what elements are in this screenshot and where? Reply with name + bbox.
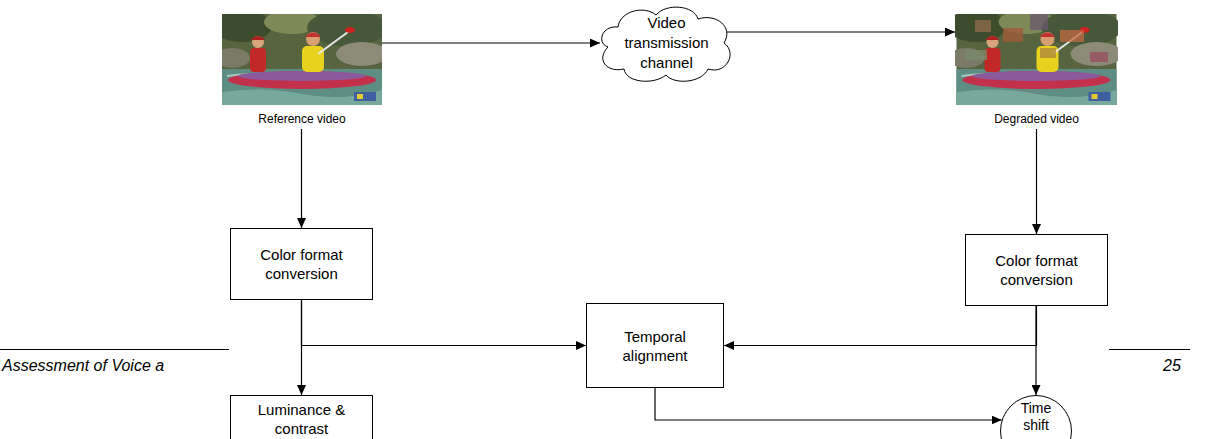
- frame-caption: Reference video: [212, 112, 392, 126]
- flow-arrow: [1036, 129, 1037, 234]
- cloud-text: Video transmission channel: [617, 13, 717, 73]
- flow-arrow: [301, 300, 302, 395]
- flow-arrow: [301, 129, 302, 228]
- box-text: Color format conversion: [972, 251, 1101, 289]
- process-circle: Time shift: [1000, 395, 1072, 439]
- process-box: Color format conversion: [230, 228, 373, 300]
- flow-arrow: [724, 306, 1037, 346]
- footer-text: Assessment of Voice a: [2, 357, 164, 375]
- frame-caption: Degraded video: [945, 112, 1128, 126]
- flow-arrow: [382, 42, 600, 43]
- process-box: Temporal alignment: [586, 303, 724, 388]
- page-number: 25: [1163, 357, 1181, 375]
- flow-arrow: [655, 388, 1002, 420]
- box-text: Temporal alignment: [593, 327, 717, 365]
- process-box: Color format conversion: [965, 234, 1108, 306]
- box-text: Color format conversion: [237, 245, 366, 283]
- flow-arrow: [302, 300, 587, 346]
- process-box: Luminance & contrast: [230, 395, 373, 439]
- video-frame: Reference video: [222, 14, 382, 126]
- flow-arrow: [1035, 306, 1036, 395]
- flow-arrow: [726, 31, 955, 32]
- video-frame: Degraded video: [955, 14, 1118, 126]
- box-text: Luminance & contrast: [237, 400, 366, 438]
- channel-cloud: Video transmission channel: [598, 3, 735, 83]
- circle-text: Time shift: [1007, 400, 1065, 434]
